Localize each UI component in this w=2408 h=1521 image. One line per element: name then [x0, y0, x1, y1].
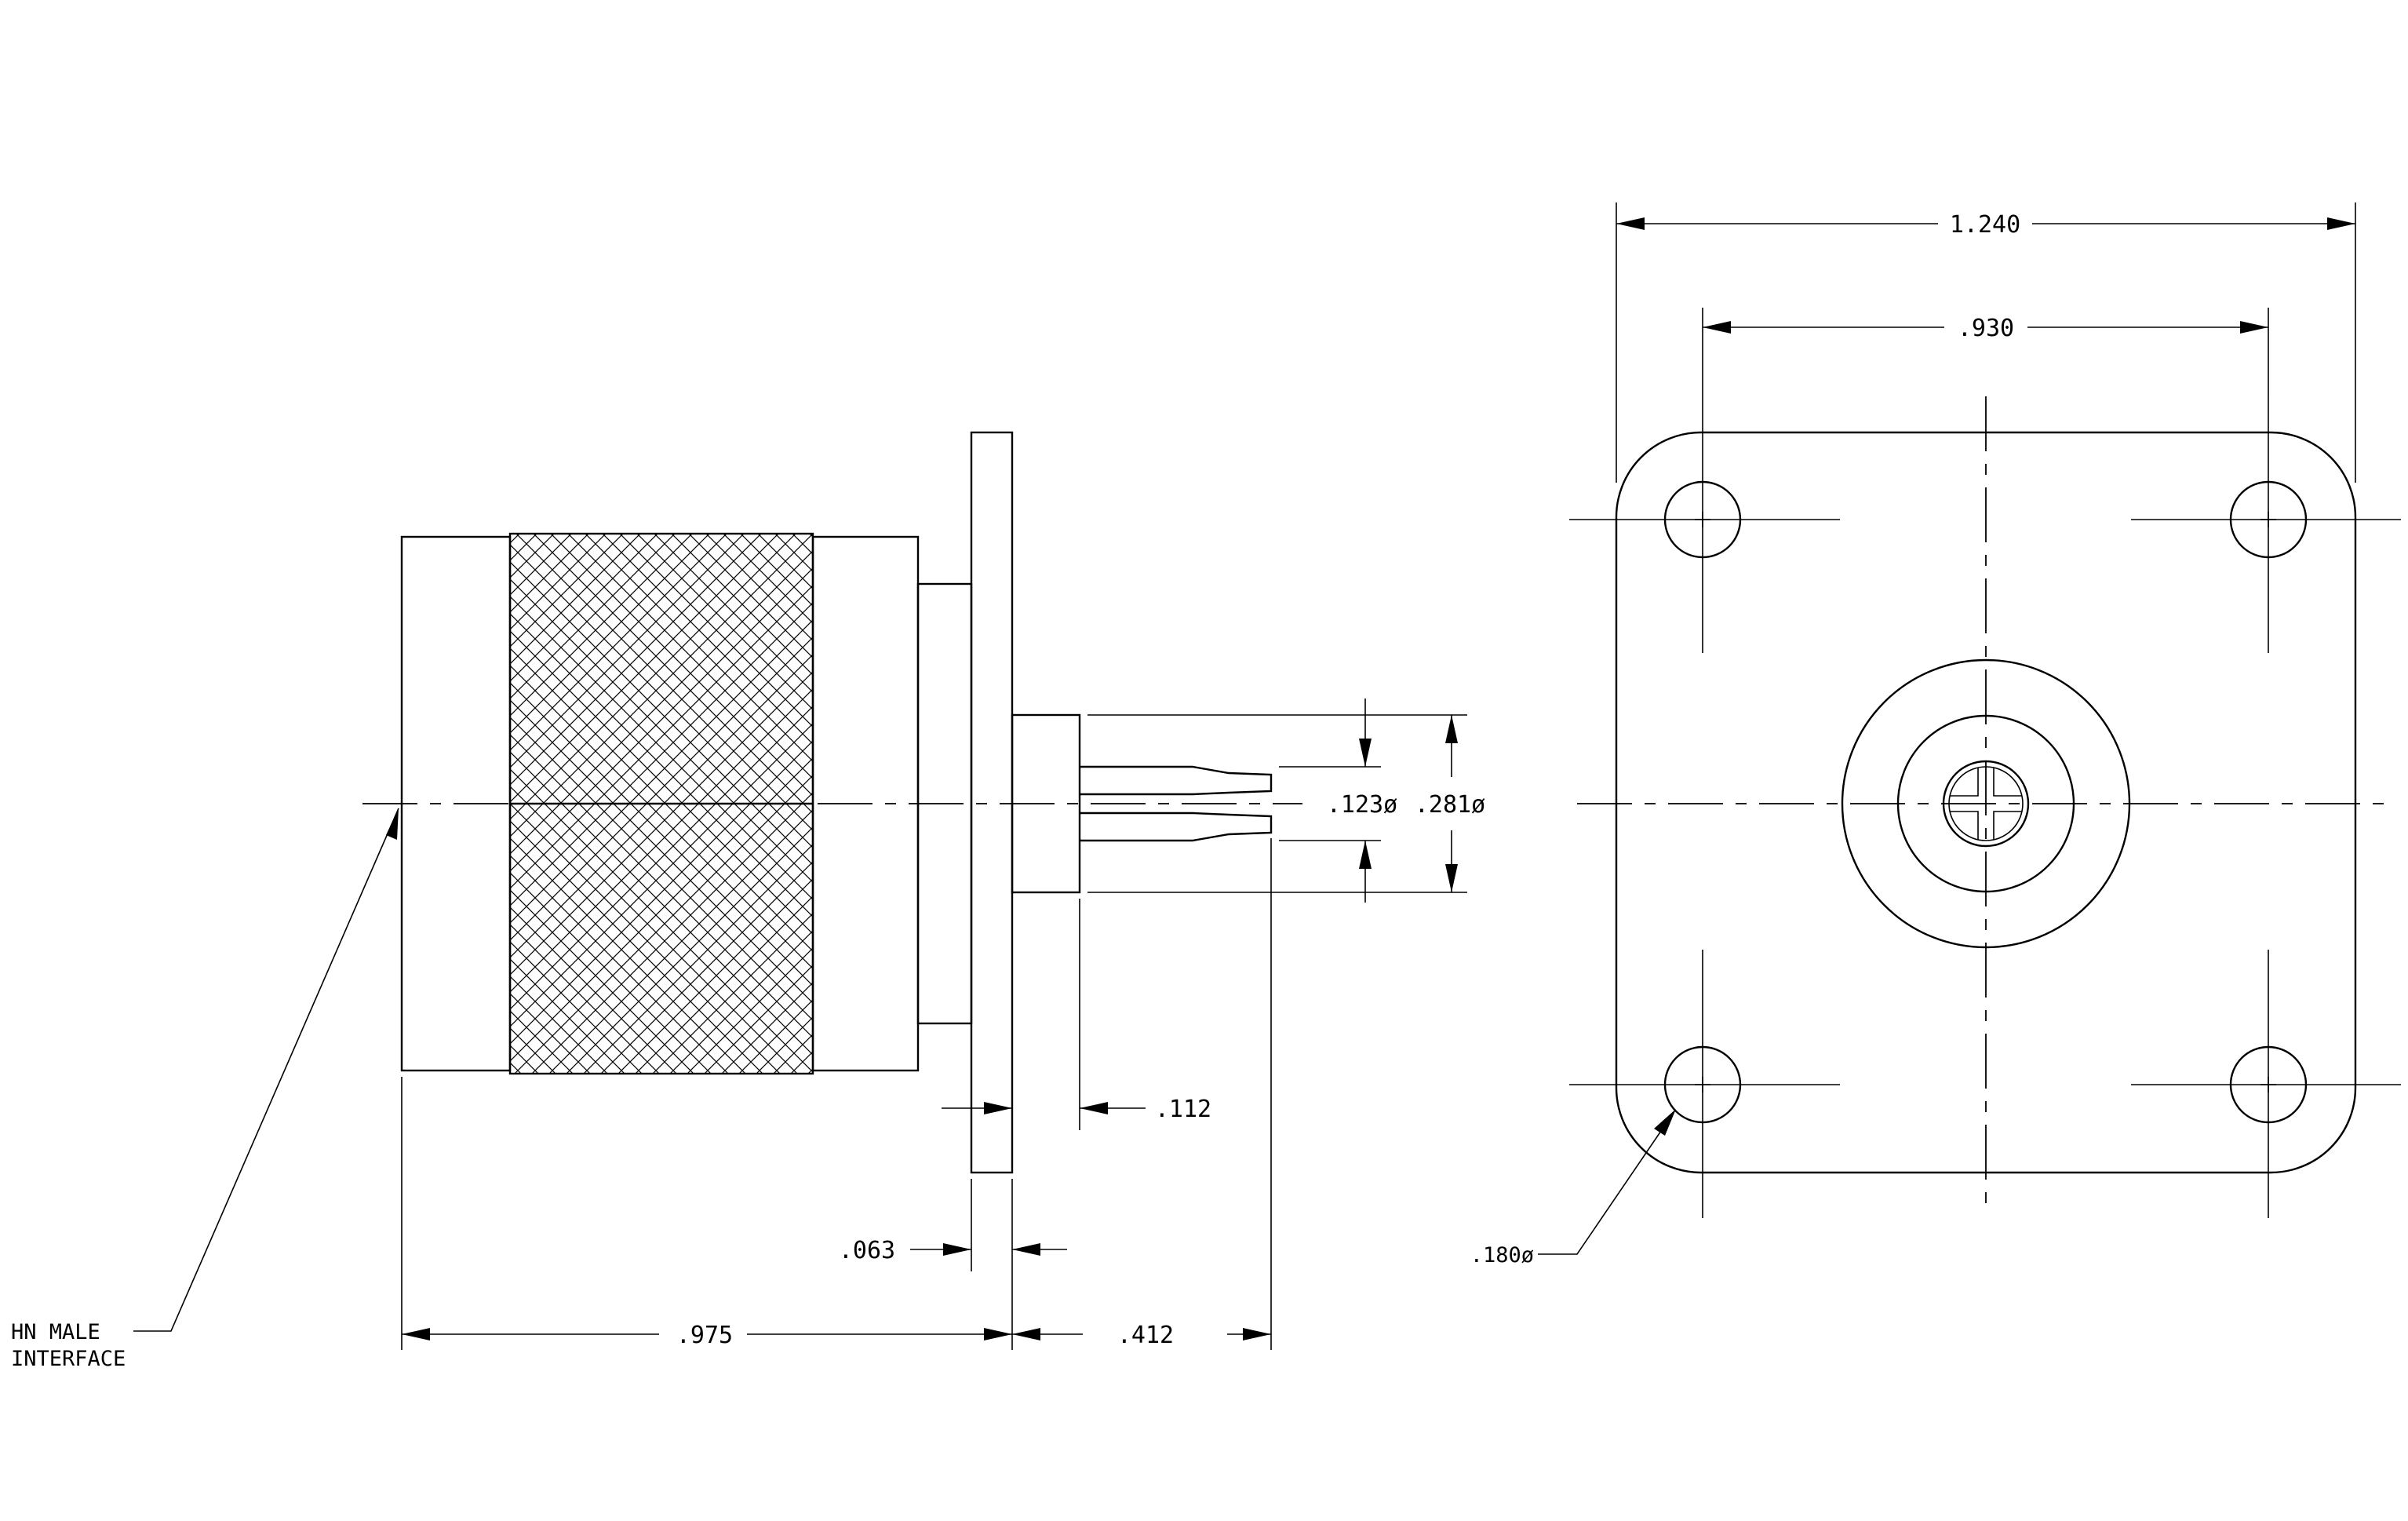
arrowhead: [1012, 1328, 1040, 1340]
dim-pin-step: .112: [1155, 1096, 1211, 1123]
front-view: 1.240 .930 .180ø: [1470, 202, 2401, 1268]
arrowhead: [1703, 321, 1731, 334]
dim-pin-length: .412: [1117, 1322, 1174, 1349]
arrowhead: [1359, 739, 1372, 767]
arrowhead: [2240, 321, 2268, 334]
mounting-hole-top-left: [1569, 392, 1840, 653]
mounting-hole-top-right: [2131, 392, 2401, 653]
arrowhead: [943, 1243, 971, 1256]
flange-edge: [970, 431, 1014, 1174]
outer-body-ring: [1841, 658, 2131, 949]
dim-flange-thickness: .063: [839, 1237, 895, 1264]
mounting-hole-bottom-left: [1569, 950, 1840, 1218]
dim-overall-length: .975: [676, 1322, 733, 1349]
arrowhead: [984, 1102, 1012, 1114]
callout-interface-line2: INTERFACE: [11, 1347, 126, 1371]
contact-pin: [1080, 765, 1273, 842]
arrowhead: [1654, 1109, 1676, 1136]
contact-outer-ring: [1942, 760, 2030, 848]
arrowhead: [1445, 864, 1458, 892]
arrowhead: [2327, 217, 2355, 230]
arrowhead: [1616, 217, 1645, 230]
dim-flange-width: 1.240: [1950, 211, 2020, 239]
side-view: .975 .412 .063 .112 .123ø .281ø: [11, 431, 1485, 1371]
interface-leader: [133, 808, 399, 1332]
mounting-hole-bottom-right: [2131, 950, 2401, 1218]
arrowhead: [1080, 1102, 1108, 1114]
callout-interface-line1: HN MALE: [11, 1320, 100, 1344]
arrowhead: [386, 808, 399, 840]
arrowhead: [1359, 841, 1372, 869]
arrowhead: [1445, 715, 1458, 743]
dim-insulator-diameter: .281ø: [1415, 791, 1485, 819]
dim-hole-spacing: .930: [1958, 315, 2014, 342]
arrowhead: [1012, 1243, 1040, 1256]
arrowhead: [402, 1328, 430, 1340]
contact-slots: [1950, 768, 2022, 840]
dim-hole-diameter: .180ø: [1470, 1243, 1534, 1268]
hole-leader: [1538, 1111, 1675, 1255]
dim-pin-diameter: .123ø: [1327, 791, 1397, 819]
insulator-ring: [1896, 714, 2075, 893]
contact-inner-ring: [1948, 766, 2024, 841]
arrowhead: [1243, 1328, 1271, 1340]
arrowhead: [984, 1328, 1012, 1340]
